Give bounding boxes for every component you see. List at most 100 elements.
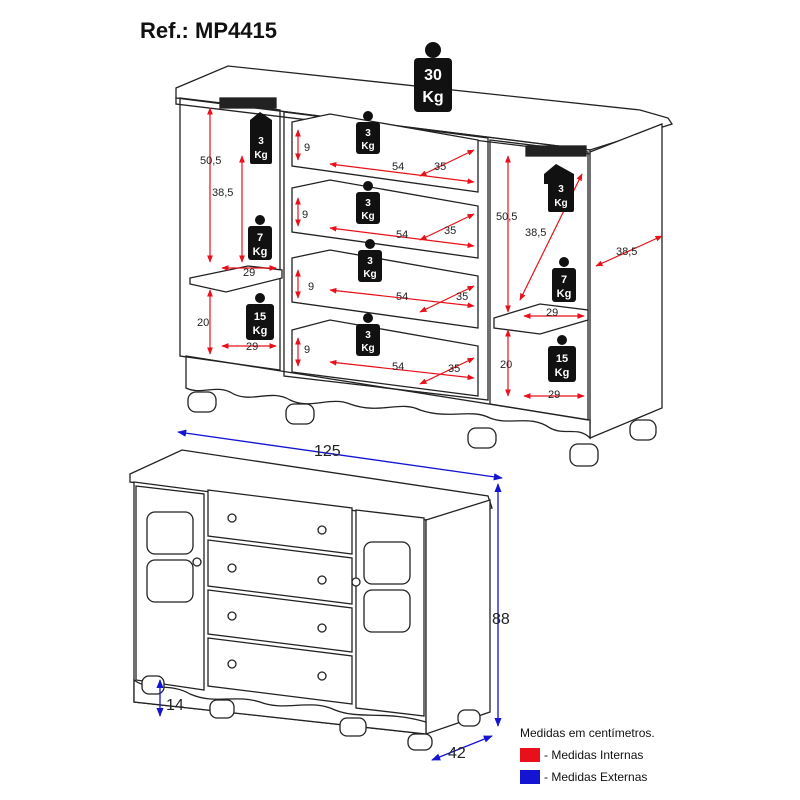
drawer-4[interactable] [207, 637, 353, 705]
foot-1 [187, 391, 217, 413]
shelf-left-value: 7 [257, 232, 263, 244]
legend-row-internal: - Medidas Internas [520, 744, 655, 766]
external-dimension-labels: 125 88 42 14 [166, 443, 510, 762]
drawer-3-knob-right[interactable] [317, 623, 327, 633]
dim-external-feet: 14 [166, 697, 184, 714]
drawer-2-knob-right[interactable] [317, 575, 327, 585]
hanger-left-value: 3 [258, 136, 264, 147]
dim-right-height-upper: 38,5 [525, 227, 546, 239]
foot-3 [467, 427, 497, 449]
weight-icon-top: 30 Kg [414, 42, 452, 112]
drawer-1[interactable] [207, 489, 353, 555]
bottom-right-unit: Kg [555, 367, 570, 379]
left-hanger-rod [219, 97, 277, 109]
drawer-1-knob-left[interactable] [227, 513, 237, 523]
open-drawers [291, 113, 479, 397]
legend-label-internal: - Medidas Internas [544, 748, 644, 762]
hanger-icon-right: 3 Kg [544, 164, 574, 212]
weight-icon-drawer-1: 3 Kg [356, 111, 380, 154]
weight-tags: 30 Kg 3 Kg 7 Kg 15 Kg [246, 42, 576, 382]
dim-drawer4-h: 9 [304, 344, 310, 356]
weight-icon-drawer-4: 3 Kg [356, 313, 380, 356]
foot-4 [569, 443, 599, 467]
weight-icon-drawer-2: 3 Kg [356, 181, 380, 224]
dim-external-depth: 42 [448, 745, 466, 762]
weight-top-value: 30 [424, 67, 442, 84]
drawer-3-knob-left[interactable] [227, 611, 237, 621]
weight-icon-left-bottom: 15 Kg [246, 293, 274, 340]
drawer-1-knob-right[interactable] [317, 525, 327, 535]
dim-left-height-upper: 38,5 [212, 187, 233, 199]
legend: Medidas em centímetros. - Medidas Intern… [520, 726, 655, 788]
dim-drawer1-w: 54 [392, 161, 404, 173]
dim-right-shelf-depth: 29 [546, 307, 558, 319]
dim-left-height-total: 50,5 [200, 155, 221, 167]
open-drawer-3 [291, 249, 479, 329]
hanger-right-value: 3 [558, 184, 564, 195]
dim-drawer3-w: 54 [396, 291, 408, 303]
reference-code: Ref.: MP4415 [140, 18, 277, 43]
closed-foot-2 [209, 699, 235, 719]
weight-icon-right-shelf: 7 Kg [552, 257, 576, 302]
dim-drawer1-d: 35 [434, 161, 446, 173]
drawer1-value: 3 [365, 128, 371, 139]
left-door-knob[interactable] [192, 557, 202, 567]
dim-drawer4-w: 54 [392, 361, 404, 373]
dim-drawer2-h: 9 [302, 209, 308, 221]
hanger-left-unit: Kg [254, 150, 267, 161]
dim-right-side-depth: 38,5 [616, 246, 637, 258]
dim-right-bottom-depth: 29 [548, 389, 560, 401]
bottom-left-value: 15 [254, 311, 266, 323]
dim-drawer3-d: 35 [456, 291, 468, 303]
closed-foot-5 [457, 709, 481, 727]
dim-drawer2-d: 35 [444, 225, 456, 237]
legend-header: Medidas em centímetros. [520, 726, 655, 740]
right-shelf [493, 303, 589, 335]
drawer-4-knob-left[interactable] [227, 659, 237, 669]
weight-icon-drawer-3: 3 Kg [358, 239, 382, 282]
weight-icon-left-shelf: 7 Kg [248, 215, 272, 260]
dim-external-height: 88 [492, 611, 510, 628]
drawer-3[interactable] [207, 589, 353, 653]
closed-foot-1 [141, 675, 165, 695]
drawer3-unit: Kg [363, 269, 376, 280]
dim-drawer1-h: 9 [304, 142, 310, 154]
shelf-left-unit: Kg [253, 246, 268, 258]
legend-swatch-external [520, 770, 540, 784]
closed-foot-3 [339, 717, 367, 737]
right-door-window-bottom [363, 589, 411, 633]
internal-dimension-lines [207, 107, 663, 399]
drawer-2-knob-left[interactable] [227, 563, 237, 573]
right-hanger-rod [525, 145, 587, 157]
drawer2-unit: Kg [361, 211, 374, 222]
right-door-knob[interactable] [351, 577, 361, 587]
drawer-4-knob-right[interactable] [317, 671, 327, 681]
drawer-2[interactable] [207, 539, 353, 605]
internal-dimension-labels: 50,5 38,5 29 20 29 9 54 35 9 54 35 9 54 … [197, 142, 637, 401]
closed-side [425, 499, 491, 735]
dim-right-height-total: 50,5 [496, 211, 517, 223]
dim-left-shelf-gap: 20 [197, 317, 209, 329]
hanger-icon-left: 3 Kg [250, 112, 272, 164]
dim-right-shelf-gap: 20 [500, 359, 512, 371]
legend-row-external: - Medidas Externas [520, 766, 655, 788]
bottom-left-unit: Kg [253, 325, 268, 337]
weight-icon-right-bottom: 15 Kg [548, 335, 576, 382]
dim-drawer4-d: 35 [448, 363, 460, 375]
drawer4-value: 3 [365, 330, 371, 341]
dim-external-width: 125 [314, 443, 341, 460]
legend-label-external: - Medidas Externas [544, 770, 648, 784]
dim-left-bottom-depth: 29 [246, 341, 258, 353]
closed-cabinet [129, 449, 493, 751]
drawer3-value: 3 [367, 256, 373, 267]
left-door-window-bottom [146, 559, 194, 603]
external-dimension-lines [156, 429, 503, 761]
weight-top-unit: Kg [422, 89, 443, 106]
dim-left-shelf-depth: 29 [243, 267, 255, 279]
dim-drawer2-w: 54 [396, 229, 408, 241]
legend-swatch-internal [520, 748, 540, 762]
dim-drawer3-h: 9 [308, 281, 314, 293]
right-door-window-top [363, 541, 411, 585]
